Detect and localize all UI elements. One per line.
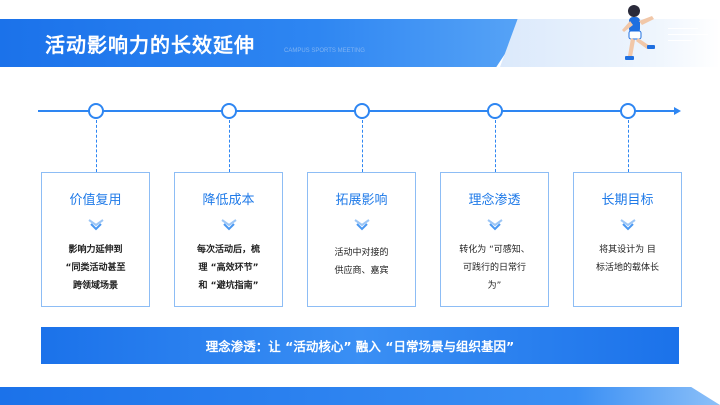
connector-line: [362, 120, 363, 172]
speed-lines: [668, 28, 714, 52]
header-band: [0, 19, 528, 67]
card-value-reuse: 价值复用 影响力延伸到 “同类活动甚至 跨领域场景: [41, 172, 150, 307]
connector-line: [229, 120, 230, 172]
chevron-down-icon: [353, 219, 370, 231]
card-cost-reduction: 降低成本 每次活动后，梳 理 “高效环节” 和 “避坑指南”: [174, 172, 283, 307]
card-expand-influence: 拓展影响 活动中对接的 供应商、嘉宾: [307, 172, 416, 307]
footer-band: [0, 387, 720, 405]
header-decoration: [500, 19, 720, 67]
card-title: 拓展影响: [335, 193, 388, 208]
card-title: 价值复用: [69, 193, 122, 208]
card-title: 长期目标: [601, 193, 654, 208]
runner-icon: [622, 5, 655, 60]
chevron-down-icon: [220, 219, 237, 231]
card-body: 每次活动后，梳 理 “高效环节” 和 “避坑指南”: [196, 245, 260, 291]
summary-banner-text: 理念渗透：让 “活动核心” 融入 “日常场景与组织基因”: [205, 339, 515, 354]
page-title: 活动影响力的长效延伸: [45, 33, 255, 57]
card-body: 将其设计为 目 标活地的载体长: [595, 245, 659, 273]
page-subtitle: CAMPUS SPORTS MEETING: [284, 48, 365, 54]
arrow-right-icon: [674, 107, 681, 115]
timeline-node: [88, 103, 104, 119]
card-title: 降低成本: [202, 193, 255, 208]
timeline-node: [221, 103, 237, 119]
timeline-node: [620, 103, 636, 119]
connector-line: [495, 120, 496, 172]
card-body: 转化为 “可感知、 可践行的日常行 为”: [459, 245, 530, 291]
timeline-node: [354, 103, 370, 119]
card-title: 理念渗透: [468, 193, 521, 208]
chevron-down-icon: [87, 219, 104, 231]
summary-banner: 理念渗透：让 “活动核心” 融入 “日常场景与组织基因”: [41, 327, 679, 364]
card-body: 影响力延伸到 “同类活动甚至 跨领域场景: [65, 245, 126, 291]
card-concept-penetration: 理念渗透 转化为 “可感知、 可践行的日常行 为”: [440, 172, 549, 307]
connector-line: [628, 120, 629, 172]
connector-line: [96, 120, 97, 172]
card-long-term-goal: 长期目标 将其设计为 目 标活地的载体长: [573, 172, 682, 307]
chevron-down-icon: [619, 219, 636, 231]
timeline-node: [487, 103, 503, 119]
chevron-down-icon: [486, 219, 503, 231]
card-body: 活动中对接的 供应商、嘉宾: [334, 248, 389, 276]
